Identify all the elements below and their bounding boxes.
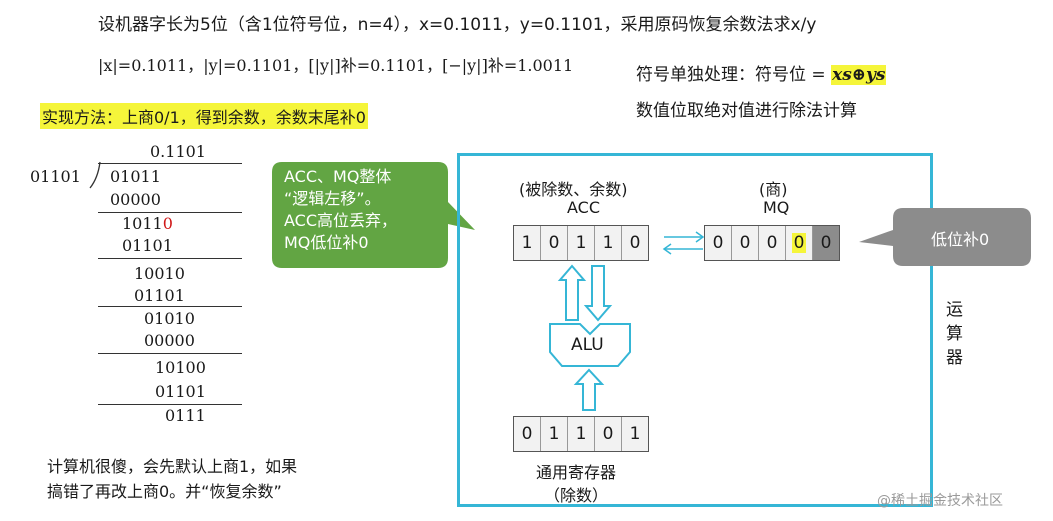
watermark: @稀土掘金技术社区	[877, 493, 1003, 509]
acc-alu-arrows	[557, 264, 613, 322]
bottom-note-line2: 搞错了再改上商0。并“恢复余数”	[47, 482, 282, 501]
mq-bit: 0	[732, 226, 759, 260]
acc-bit: 1	[514, 226, 541, 260]
bubble-gray-shape	[859, 208, 1031, 266]
division-row: 0111	[165, 406, 206, 425]
problem-statement: 设机器字长为5位（含1位符号位，n=4），x=0.1011，y=0.1101，采…	[98, 15, 817, 35]
unit-label: 运 算 器	[946, 298, 963, 370]
mq-register: 0 0 0 0 0	[704, 225, 840, 261]
sign-note-line2: 数值位取绝对值进行除法计算	[636, 101, 857, 121]
sign-formula: xs⊕ys	[831, 65, 887, 85]
gpr-bit: 1	[541, 417, 568, 451]
bubble-green-shape	[272, 162, 475, 268]
division-row: 01101	[155, 382, 206, 401]
division-bracket	[89, 161, 101, 189]
gpr-bit: 0	[595, 417, 622, 451]
mq-bit: 0	[759, 226, 786, 260]
unit-label-char: 算	[946, 324, 963, 344]
division-row: 01011	[110, 167, 161, 186]
mq-caption-role: (商)	[759, 180, 788, 199]
mq-bit-new-quotient: 0	[786, 226, 813, 260]
arithmetic-unit-frame	[457, 153, 933, 507]
acc-mq-arrows	[662, 231, 705, 255]
acc-bit: 0	[541, 226, 568, 260]
gpr-caption-name: 通用寄存器	[536, 463, 617, 482]
mq-bit: 0	[791, 233, 807, 253]
mq-bit: 0	[705, 226, 732, 260]
gpr-bit: 0	[514, 417, 541, 451]
alu-label: ALU	[571, 335, 604, 355]
division-row: 00000	[110, 190, 161, 209]
acc-caption-name: ACC	[567, 198, 601, 217]
bubble-gray-text: 低位补0	[931, 230, 990, 249]
gpr-caption-role: （除数）	[544, 486, 609, 505]
acc-bit: 1	[568, 226, 595, 260]
alu-shape	[549, 323, 631, 367]
acc-bit: 0	[622, 226, 648, 260]
division-row: 01010	[144, 309, 195, 328]
bubble-green-line4: MQ低位补0	[284, 233, 369, 252]
unit-label-char: 器	[946, 348, 963, 368]
division-row: 10010	[134, 264, 185, 283]
method-label: 实现方法：上商0/1，得到余数，余数末尾补0	[40, 103, 368, 129]
divisor: 01101	[30, 167, 81, 186]
acc-caption-role: (被除数、余数)	[519, 180, 628, 199]
bubble-green-line2: “逻辑左移”。	[284, 189, 381, 208]
quotient: 0.1101	[150, 142, 206, 161]
gpr-register: 0 1 1 0 1	[513, 416, 649, 452]
absolute-values-line: |x|=0.1011，|y|=0.1101，[|y|]补=0.1101，[−|y…	[98, 56, 574, 75]
division-row: 1011	[122, 214, 163, 233]
bubble-green-text: ACC、MQ整体 “逻辑左移”。 ACC高位丢弃， MQ低位补0	[284, 166, 397, 254]
division-row: 01101	[122, 236, 173, 255]
gpr-bit: 1	[622, 417, 648, 451]
sign-note-line1: 符号单独处理：符号位 = xs⊕ys	[636, 60, 887, 85]
gpr-bit: 1	[568, 417, 595, 451]
division-row: 10100	[155, 358, 206, 377]
mq-caption-name: MQ	[763, 198, 790, 217]
bottom-note-line1: 计算机很傻，会先默认上商1，如果	[47, 457, 298, 476]
bubble-green-line1: ACC、MQ整体	[284, 167, 392, 186]
bubble-green-line3: ACC高位丢弃，	[284, 211, 398, 230]
sign-note-prefix: 符号单独处理：符号位 =	[636, 65, 832, 85]
acc-register: 1 0 1 1 0	[513, 225, 649, 261]
division-row-remainder: 10110	[122, 214, 173, 233]
appended-zero: 0	[162, 214, 173, 233]
mq-bit-low: 0	[813, 226, 839, 260]
division-row: 00000	[144, 331, 195, 350]
acc-bit: 1	[595, 226, 622, 260]
gpr-alu-arrow	[573, 368, 605, 411]
unit-label-char: 运	[946, 300, 963, 320]
bottom-note: 计算机很傻，会先默认上商1，如果 搞错了再改上商0。并“恢复余数”	[47, 454, 297, 504]
division-row: 01101	[134, 286, 185, 305]
